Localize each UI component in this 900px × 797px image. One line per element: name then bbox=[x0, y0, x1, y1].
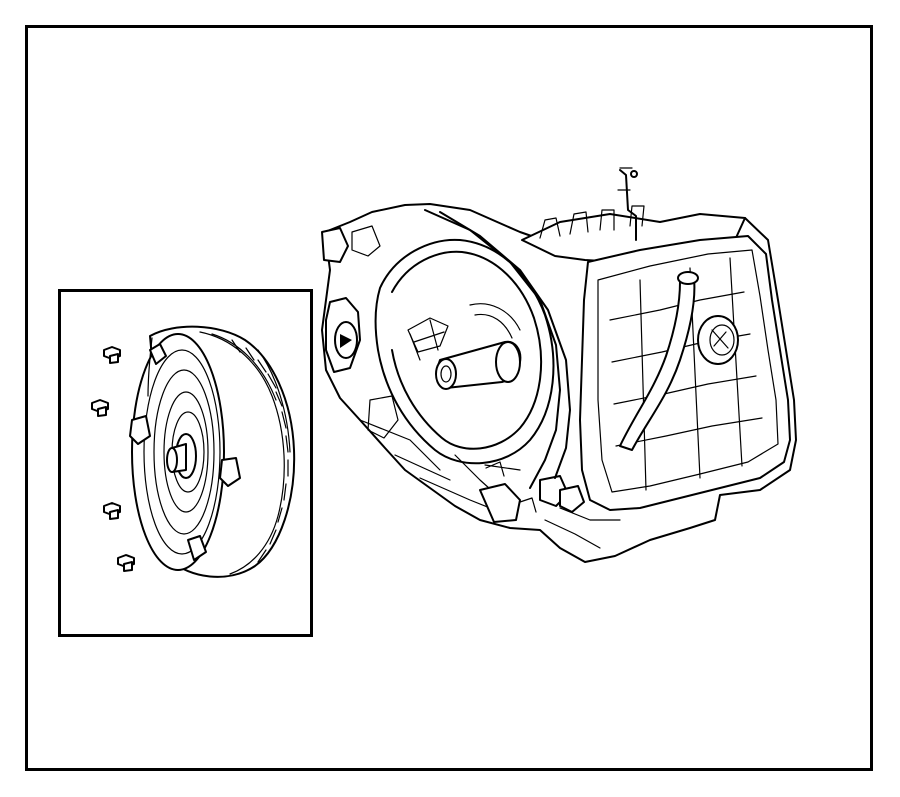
diagram-frame bbox=[25, 25, 873, 771]
bolt-2 bbox=[91, 399, 109, 417]
bell-housing bbox=[374, 238, 555, 465]
torque-converter-inset-box bbox=[58, 289, 313, 637]
dipstick-tube bbox=[619, 277, 696, 451]
shaft-end bbox=[435, 358, 457, 390]
torque-converter-illustration bbox=[129, 325, 296, 578]
transmission-illustration bbox=[321, 167, 797, 563]
filler-cap bbox=[697, 315, 739, 365]
bolt-4 bbox=[117, 554, 135, 572]
bolt-1 bbox=[103, 346, 121, 364]
bolt-3 bbox=[103, 502, 121, 520]
bolt-illustration bbox=[91, 346, 135, 572]
